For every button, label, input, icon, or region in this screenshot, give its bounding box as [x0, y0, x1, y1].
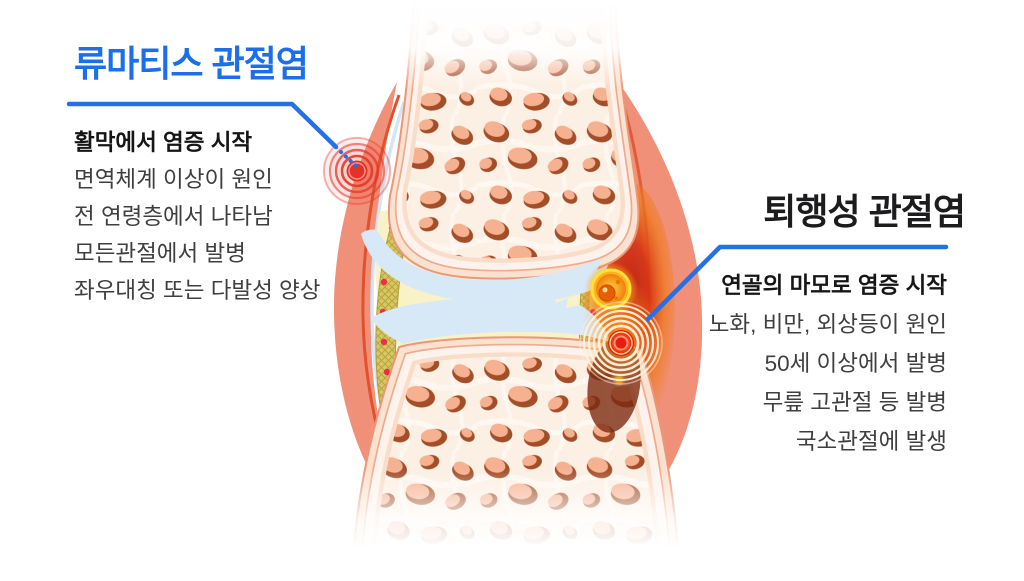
connector-lines [66, 101, 949, 322]
right-callout-line: 국소관절에 발생 [795, 429, 947, 454]
top-fade [316, 0, 720, 88]
left-callout-line: 좌우대칭 또는 다발성 양상 [74, 278, 321, 303]
left-callout-title: 류마티스 관절염 [74, 43, 309, 84]
connector-line-right [645, 244, 949, 322]
right-callout-line: 50세 이상에서 발병 [764, 351, 947, 376]
bottom-fade [312, 468, 728, 581]
cartilage-upper [361, 229, 613, 303]
right-callout-line: 무릎 고관절 등 발병 [762, 390, 947, 415]
left-callout: 류마티스 관절염 활막에서 염증 시작 면역체계 이상이 원인 전 연령층에서 … [74, 42, 320, 309]
right-callout-title: 퇴행성 관절염 [763, 191, 966, 232]
connector-line-left-dots [339, 150, 359, 169]
cartilage-lower [371, 294, 610, 344]
right-callout-headline: 연골의 마모로 염증 시작 [721, 273, 947, 298]
connector-line-left [66, 101, 339, 150]
inflammation-target-right-icon [579, 301, 663, 385]
right-callout-line: 노화, 비만, 외상등이 원인 [708, 312, 947, 337]
right-callout: 퇴행성 관절염 연골의 마모로 염증 시작 노화, 비만, 외상등이 원인 50… [709, 190, 966, 461]
left-callout-headline: 활막에서 염증 시작 [74, 130, 253, 155]
left-callout-line: 모든관절에서 발병 [74, 241, 246, 266]
right-callout-body: 연골의 마모로 염증 시작 노화, 비만, 외상등이 원인 50세 이상에서 발… [709, 266, 947, 461]
left-callout-body: 활막에서 염증 시작 면역체계 이상이 원인 전 연령층에서 나타남 모든관절에… [74, 124, 320, 309]
left-callout-line: 전 연령층에서 나타남 [74, 204, 273, 229]
left-callout-line: 면역체계 이상이 원인 [74, 167, 273, 192]
inflammation-target-left-icon [321, 135, 393, 207]
